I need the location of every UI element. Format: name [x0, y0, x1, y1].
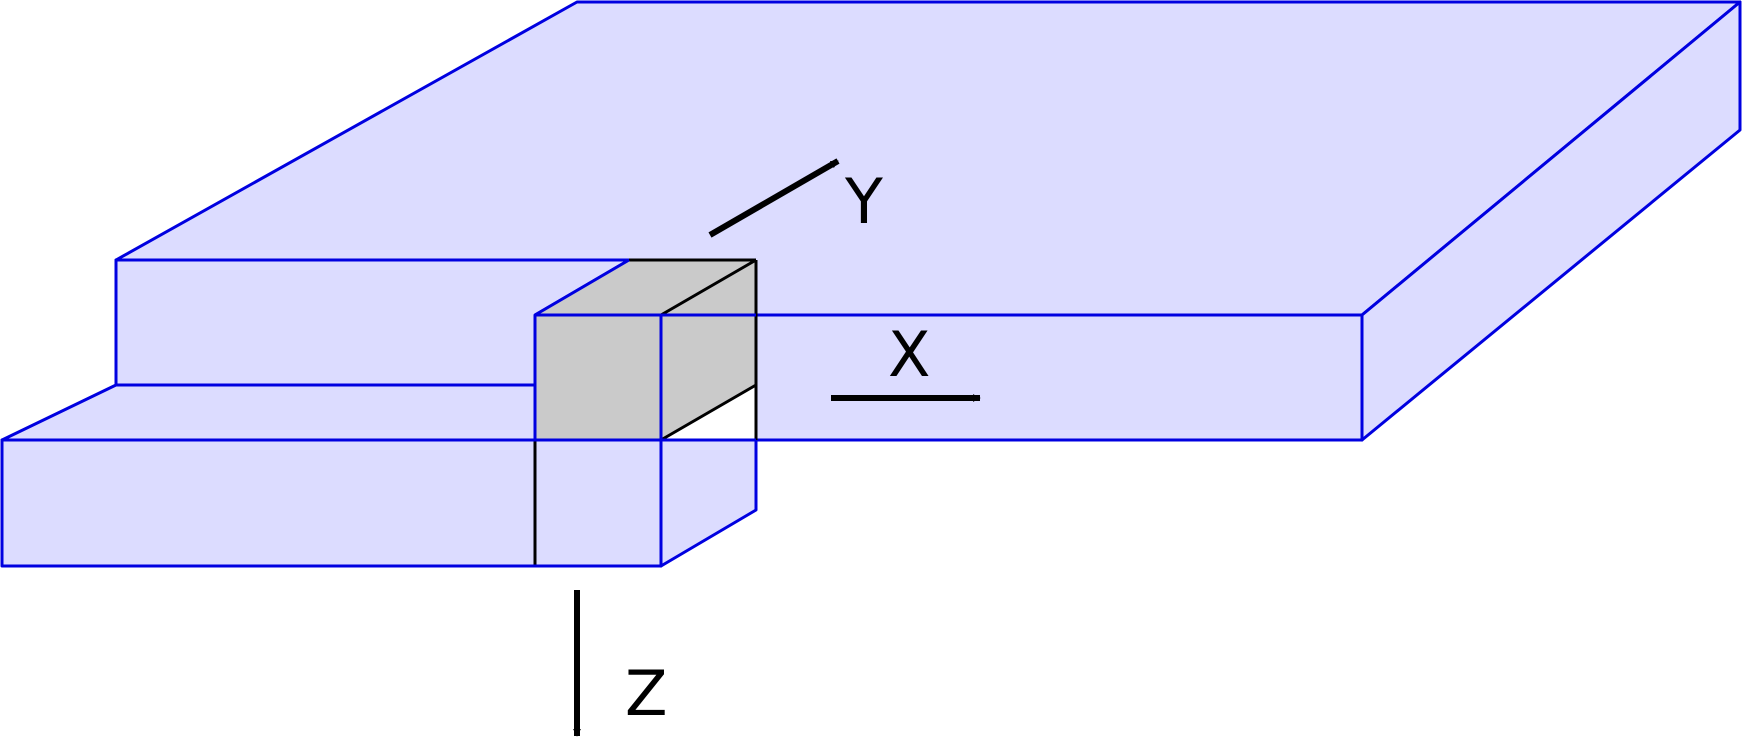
cube-front-face: [535, 315, 661, 440]
cube-mid-diagonal-edge: [660, 383, 757, 442]
cube-top-left-edge: [534, 258, 630, 317]
cube-edges: [533, 258, 758, 566]
highlighted-cube: [535, 260, 756, 440]
cube-side-face: [661, 260, 756, 440]
cube-top-diagonal-edge: [660, 258, 757, 317]
y-axis-arrow: [708, 158, 840, 238]
upper-slab: [114, 0, 1742, 442]
cube-top-face: [535, 260, 756, 315]
x-axis-label: X: [888, 318, 930, 391]
upper-slab-front-face-right: [754, 313, 1364, 442]
lower-slab-side-face: [659, 438, 758, 568]
z-axis-label: Z: [625, 657, 667, 730]
x-axis: X: [831, 318, 981, 402]
z-axis: Z: [573, 590, 667, 737]
y-axis-label: Y: [844, 165, 883, 238]
lower-slab-front-face: [0, 438, 663, 568]
y-axis: Y: [708, 158, 883, 238]
cube-blue-edges: [2, 258, 756, 568]
lower-slab-top-face: [0, 383, 537, 442]
